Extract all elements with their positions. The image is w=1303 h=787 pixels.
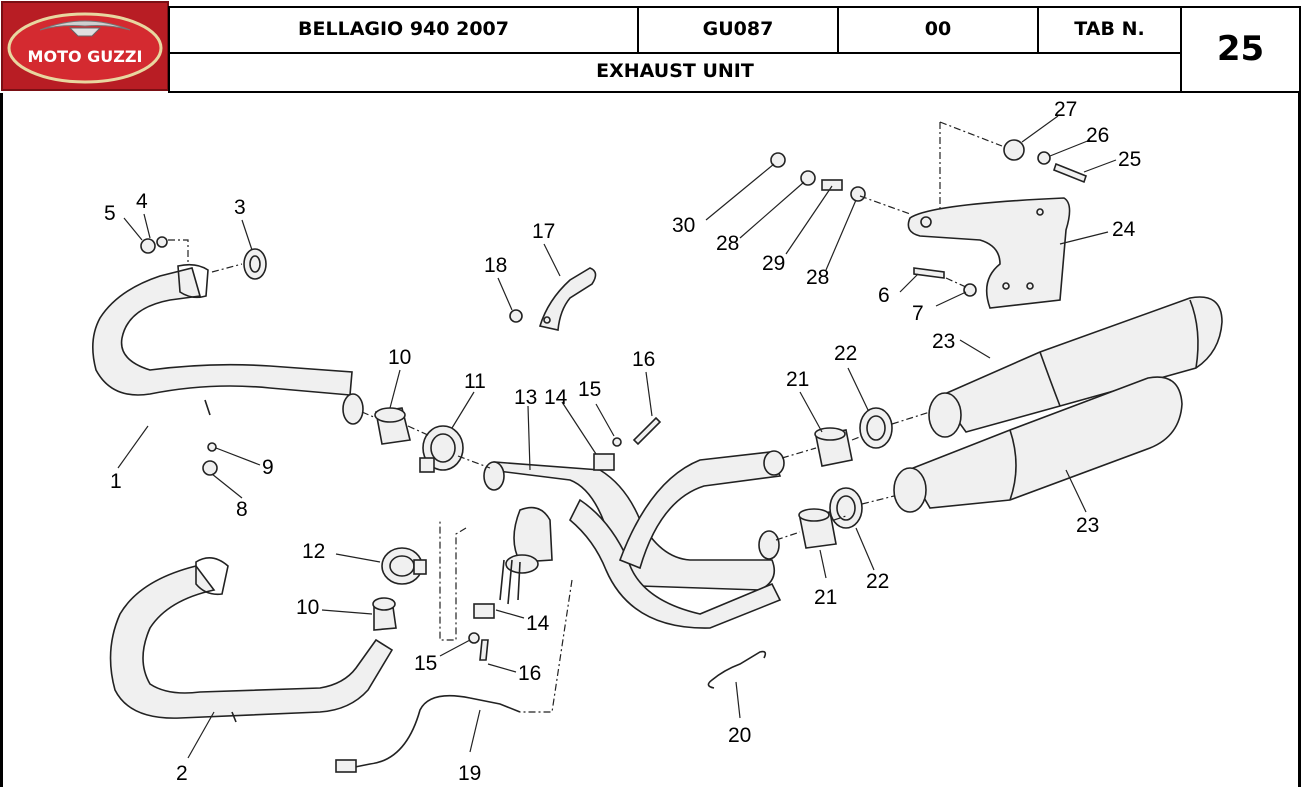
- washer-15-upper: [612, 437, 622, 447]
- callout-11: 11: [464, 370, 486, 393]
- bracket-24: [907, 197, 1071, 309]
- callout-2: 2: [176, 762, 188, 785]
- model-code: GU087: [702, 18, 774, 40]
- left-border: [0, 93, 3, 787]
- washer-7: [963, 283, 977, 297]
- bracket-14-lower: [473, 603, 495, 619]
- callout-22-upper: 22: [834, 342, 857, 365]
- callout-5: 5: [104, 202, 116, 225]
- callout-16-upper: 16: [632, 348, 655, 371]
- washer-9: [207, 442, 217, 452]
- nut-8: [202, 460, 218, 476]
- callout-14-lower: 14: [526, 612, 550, 635]
- callout-24: 24: [1112, 218, 1136, 241]
- clamp-12: [381, 547, 427, 585]
- tab-label: TAB N.: [1074, 18, 1145, 40]
- spring-20: [707, 650, 767, 689]
- callout-22-lower: 22: [866, 570, 889, 593]
- sleeve-21-lower: [798, 508, 837, 549]
- callout-6: 6: [878, 284, 890, 307]
- section-title: EXHAUST UNIT: [596, 60, 754, 82]
- callout-4: 4: [136, 190, 148, 213]
- washer-27: [1003, 139, 1025, 161]
- revision-number: 00: [924, 18, 952, 40]
- callout-labels: 1 2 3 4 5 6 7 8 9 10 10 11 12 13 14 14 1…: [104, 98, 1141, 785]
- small-hardware: [140, 139, 1087, 773]
- screw-16-upper: [632, 416, 662, 446]
- callout-10-upper: 10: [388, 346, 411, 369]
- callout-28-left: 28: [716, 232, 739, 255]
- callout-28-right: 28: [806, 266, 829, 289]
- nut-18: [509, 309, 523, 323]
- callout-3: 3: [234, 196, 246, 219]
- nut-5: [140, 238, 156, 254]
- screw-16-lower: [479, 639, 489, 661]
- brand-logo: MOTO GUZZI: [0, 0, 170, 92]
- logo-wordmark: MOTO GUZZI: [28, 47, 143, 66]
- bracket-14-upper: [593, 453, 615, 471]
- tab-number-cell: [1180, 6, 1301, 93]
- collector-13: [483, 450, 785, 629]
- tab-number: 25: [1216, 29, 1265, 69]
- alignment-lines: [168, 121, 1003, 713]
- callout-9: 9: [262, 456, 274, 479]
- sleeve-10-lower: [372, 597, 397, 631]
- callout-21-lower: 21: [814, 586, 837, 609]
- callout-14-upper: 14: [544, 386, 568, 409]
- callout-15-upper: 15: [578, 378, 601, 401]
- clamp-22-upper: [859, 407, 893, 449]
- sensor-connector: [335, 759, 357, 773]
- washer-4: [156, 236, 168, 248]
- title-cell: [168, 52, 1182, 93]
- sleeve-10-upper: [374, 407, 411, 445]
- spacer-29: [821, 179, 843, 191]
- callout-13: 13: [514, 386, 537, 409]
- callout-1: 1: [110, 470, 122, 493]
- callout-15-lower: 15: [414, 652, 437, 675]
- clamp-22-lower: [829, 487, 863, 529]
- screw-6: [913, 267, 945, 279]
- screw-25: [1053, 162, 1087, 184]
- gasket-3: [243, 248, 267, 280]
- callout-23-lower: 23: [1076, 514, 1099, 537]
- callout-29: 29: [762, 252, 785, 275]
- callout-12: 12: [302, 540, 325, 563]
- leader-lines: [117, 115, 1117, 759]
- right-border: [1298, 93, 1301, 787]
- bushing-28-right: [850, 186, 866, 202]
- callout-18: 18: [484, 254, 507, 277]
- sleeve-21-upper: [814, 427, 853, 467]
- nut-30: [770, 152, 786, 168]
- callout-26: 26: [1086, 124, 1109, 147]
- model-name: BELLAGIO 940 2007: [298, 18, 509, 40]
- callout-7: 7: [912, 302, 924, 325]
- callout-8: 8: [236, 498, 248, 521]
- callout-30: 30: [672, 214, 695, 237]
- bushing-28-left: [800, 170, 816, 186]
- clamp-11: [419, 425, 464, 473]
- callout-17: 17: [532, 220, 555, 243]
- callout-21-upper: 21: [786, 368, 809, 391]
- callout-10-lower: 10: [296, 596, 319, 619]
- washer-15-lower: [468, 632, 480, 644]
- exhaust-header-pipe-2: [109, 557, 394, 723]
- oxygen-sensor-19: [469, 697, 521, 713]
- exhaust-header-pipe-1: [92, 263, 364, 425]
- sensor-cable: [339, 694, 471, 771]
- silencer-23-upper: [928, 296, 1223, 438]
- callout-27: 27: [1054, 98, 1077, 121]
- tab-label-cell: [1037, 6, 1182, 54]
- callout-16-lower: 16: [518, 662, 541, 685]
- washer-26: [1037, 151, 1051, 165]
- callout-25: 25: [1118, 148, 1141, 171]
- callout-19: 19: [458, 762, 481, 785]
- bracket-17: [538, 267, 597, 331]
- silencer-23-lower: [893, 376, 1183, 513]
- callout-20: 20: [728, 724, 751, 747]
- callout-23-upper: 23: [932, 330, 955, 353]
